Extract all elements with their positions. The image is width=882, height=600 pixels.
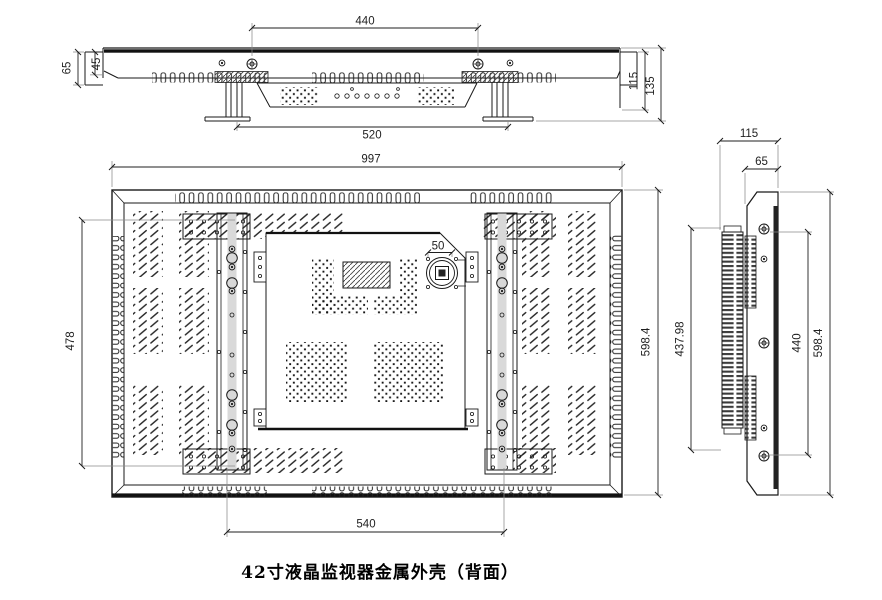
label-plate: [342, 261, 391, 289]
dim-fan-hole-spacing: 50: [432, 241, 445, 253]
dim-top-screw-spacing: 440: [355, 16, 374, 28]
vent-hatch-tiles: [133, 211, 598, 473]
side-view: 115 65 437.98 440 598.4: [675, 128, 834, 499]
dim-side-front-depth: 65: [755, 156, 768, 168]
fan-mount: [425, 256, 466, 290]
mounting-feet: [204, 82, 534, 122]
connector-holes: [334, 87, 400, 99]
drawing-caption: 42寸液晶监视器金属外壳（背面）: [241, 562, 519, 583]
dim-back-overall-width: 997: [361, 154, 380, 166]
dim-side-screw-span: 440: [792, 333, 804, 352]
dim-side-total-depth: 115: [740, 128, 758, 140]
dim-side-overall-height: 598.4: [813, 328, 825, 357]
dim-side-rail-span: 437.98: [675, 321, 687, 356]
back-view: 50 997 478 598.4 540: [65, 154, 663, 537]
central-panel: [258, 231, 468, 431]
dim-top-total-depth: 135: [645, 76, 657, 95]
dim-top-edge-depth: 65: [62, 62, 74, 75]
dim-back-bracket-spacing: 540: [356, 519, 375, 531]
dim-top-foot-spacing: 520: [362, 130, 381, 142]
dim-top-body-depth: 115: [629, 72, 641, 90]
dim-back-rail-hole-span: 478: [65, 331, 77, 350]
top-view: 440 520 65 45 115 135: [62, 16, 666, 142]
dim-top-inner-depth: 45: [91, 58, 103, 71]
dim-back-overall-height: 598.4: [641, 327, 653, 356]
